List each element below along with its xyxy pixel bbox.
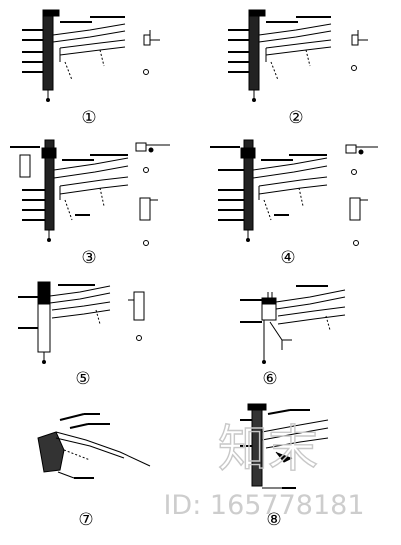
detail-3-section <box>10 139 170 246</box>
detail-4-section <box>210 139 378 246</box>
detail-marker-8: ⑧ <box>266 510 281 530</box>
detail-5-section <box>18 281 145 364</box>
watermark-logo: 知末 <box>218 420 318 478</box>
detail-marker-4: ④ <box>280 248 295 268</box>
watermark-id-text: ID: 165778181 <box>163 490 364 521</box>
detail-2-section <box>228 9 368 102</box>
detail-1-section <box>22 9 160 102</box>
detail-marker-2: ② <box>288 108 303 128</box>
detail-number-markers: ① ② ③ ④ ⑤ ⑥ ⑦ ⑧ <box>75 108 303 530</box>
detail-marker-1: ① <box>81 108 96 128</box>
detail-marker-7: ⑦ <box>78 510 93 530</box>
detail-marker-6: ⑥ <box>262 369 277 389</box>
detail-7-section <box>37 413 151 479</box>
detail-marker-5: ⑤ <box>75 369 90 389</box>
detail-marker-3: ③ <box>81 248 96 268</box>
watermark: 知末 ID: 165778181 <box>163 419 364 521</box>
detail-6-section <box>240 285 346 364</box>
detail-8-section <box>240 403 329 489</box>
